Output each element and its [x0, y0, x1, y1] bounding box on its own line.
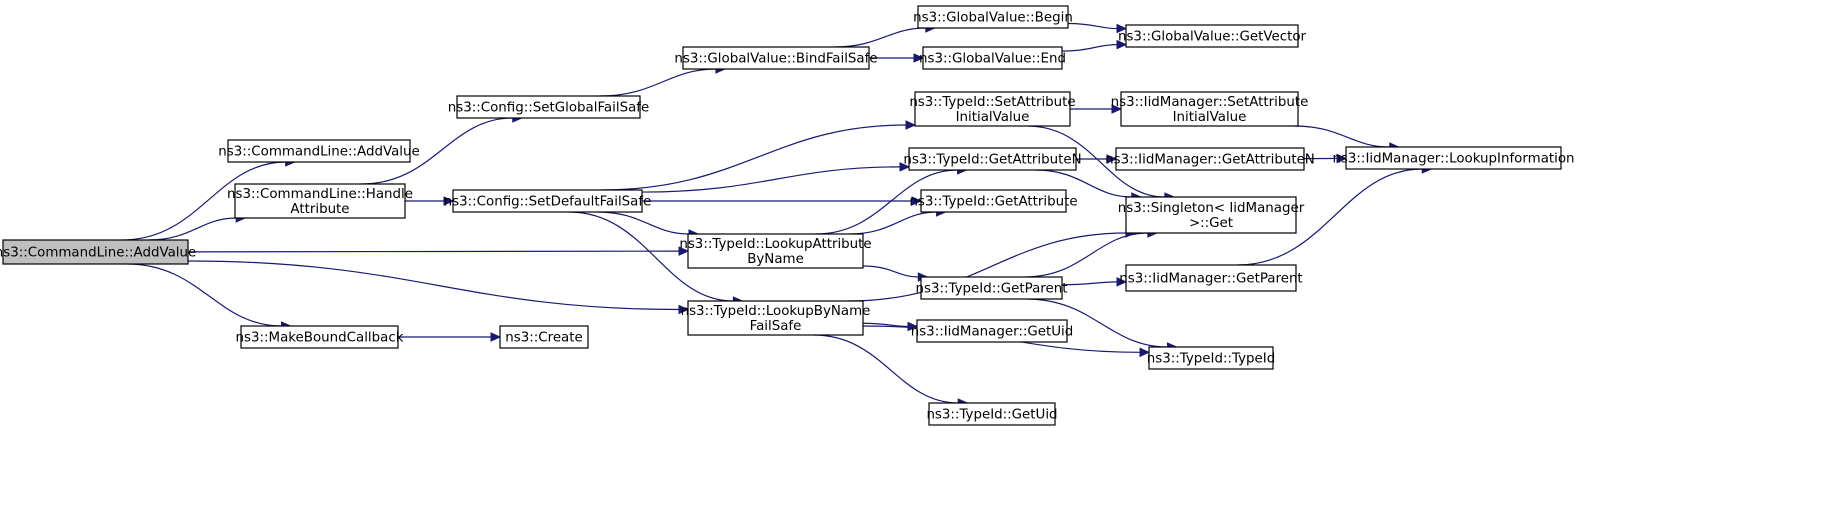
arrowhead: [678, 246, 690, 256]
node-label: FailSafe: [750, 319, 802, 334]
edge-gvend-to-gvgetvector: [1061, 39, 1128, 52]
arrowhead: [1106, 154, 1118, 164]
arrowhead: [1116, 277, 1128, 287]
node-label: ns3::IidManager::GetParent: [1119, 272, 1302, 287]
node-iidgetattrn[interactable]: ns3::IidManager::GetAttributeN: [1105, 147, 1315, 171]
node-label: ns3::GlobalValue::Begin: [913, 11, 1073, 26]
node-singleton[interactable]: ns3::Singleton< IidManager>::Get: [1118, 196, 1305, 234]
edge-iidgetattrn-to-lookupinfo: [1303, 153, 1348, 164]
edge-root-to-makebound: [127, 263, 292, 331]
node-label: ns3::TypeId::LookupAttribute: [679, 237, 871, 252]
edge-bindfailsafe-to-gvend: [868, 53, 925, 63]
node-label: ns3::TypeId::GetAttributeN: [903, 153, 1081, 168]
arrowhead: [490, 332, 502, 342]
node-label: Attribute: [290, 202, 349, 217]
node-gvbegin[interactable]: ns3::GlobalValue::Begin: [913, 5, 1073, 29]
edge-lookupname-to-tidgetuid: [813, 334, 969, 408]
node-bindfailsafe[interactable]: ns3::GlobalValue::BindFailSafe: [674, 46, 878, 70]
arrowhead: [1116, 23, 1128, 34]
node-label: ns3::GlobalValue::BindFailSafe: [674, 52, 877, 67]
arrowhead: [913, 53, 925, 63]
arrowhead: [911, 196, 923, 206]
arrowhead: [1139, 347, 1151, 358]
node-label: ns3::CommandLine::AddValue: [218, 145, 419, 160]
node-iidgetuid[interactable]: ns3::IidManager::GetUid: [911, 319, 1074, 343]
edge-setdefault-to-getattr: [642, 196, 923, 206]
node-label: ns3::TypeId::TypeId: [1147, 352, 1275, 367]
edge-setattrinit-to-iidsetattr: [1070, 104, 1123, 114]
node-tidgetuid[interactable]: ns3::TypeId::GetUid: [926, 402, 1058, 426]
node-typeid[interactable]: ns3::TypeId::TypeId: [1147, 346, 1275, 370]
node-getattr[interactable]: ns3::TypeId::GetAttribute: [909, 189, 1078, 213]
edge-lookupattr-to-getparent: [862, 265, 929, 282]
node-label: ns3::TypeId::GetAttribute: [909, 195, 1077, 210]
edge-setdefault-to-setattrinit: [600, 120, 917, 191]
edge-handleattr-to-setdefault: [405, 196, 455, 206]
node-label: InitialValue: [956, 110, 1030, 125]
node-setglobal[interactable]: ns3::Config::SetGlobalFailSafe: [448, 95, 649, 119]
node-gvgetvector[interactable]: ns3::GlobalValue::GetVector: [1118, 24, 1307, 48]
edge-lookupname-to-iidgetuid: [862, 321, 919, 332]
node-label: ns3::MakeBoundCallback: [236, 331, 404, 346]
arrowhead: [905, 120, 917, 130]
arrowhead: [1336, 153, 1348, 164]
arrowhead: [907, 321, 919, 332]
node-label: ns3::TypeId::LookupByName: [681, 304, 871, 319]
arrowhead: [443, 196, 455, 206]
node-label: ns3::TypeId::GetUid: [926, 408, 1057, 423]
node-label: ns3::Config::SetGlobalFailSafe: [448, 101, 649, 116]
arrowhead: [1116, 39, 1128, 50]
node-label: ns3::CommandLine::Handle: [227, 187, 413, 202]
node-label: ns3::GlobalValue::GetVector: [1118, 30, 1307, 45]
edge-makebound-to-create: [397, 332, 502, 342]
node-iidsetattr[interactable]: ns3::IidManager::SetAttributeInitialValu…: [1111, 91, 1309, 127]
node-getparent[interactable]: ns3::TypeId::GetParent: [916, 276, 1068, 300]
edge-root-to-handleattr: [148, 213, 247, 241]
node-label: ns3::IidManager::LookupInformation: [1332, 152, 1574, 167]
node-iidgetparent[interactable]: ns3::IidManager::GetParent: [1119, 264, 1303, 292]
node-lookupinfo[interactable]: ns3::IidManager::LookupInformation: [1332, 146, 1575, 170]
node-label: ns3::IidManager::SetAttribute: [1111, 95, 1309, 110]
node-getattrn[interactable]: ns3::TypeId::GetAttributeN: [903, 147, 1082, 171]
node-makebound[interactable]: ns3::MakeBoundCallback: [236, 325, 404, 349]
node-root[interactable]: ns3::CommandLine::AddValue: [0, 239, 196, 265]
edge-setglobal-to-bindfailsafe: [599, 64, 727, 97]
node-label: ns3::GlobalValue::End: [919, 52, 1066, 67]
edge-root-to-lookupattr: [187, 246, 690, 256]
edge-gvbegin-to-gvgetvector: [1067, 22, 1128, 34]
edge-root-to-lookupname: [187, 260, 690, 315]
node-label: ns3::CommandLine::AddValue: [0, 246, 196, 261]
node-label: ns3::IidManager::GetUid: [911, 325, 1074, 340]
node-addvalue2[interactable]: ns3::CommandLine::AddValue: [218, 139, 420, 163]
nodes: ns3::CommandLine::AddValuens3::CommandLi…: [0, 5, 1575, 426]
edge-getattrn-to-iidgetattrn: [1076, 154, 1118, 164]
node-label: ns3::IidManager::GetAttributeN: [1105, 153, 1315, 168]
node-create[interactable]: ns3::Create: [499, 325, 589, 349]
arrowhead: [1111, 104, 1123, 114]
node-label: ByName: [747, 252, 804, 267]
node-label: ns3::Singleton< IidManager: [1118, 201, 1305, 216]
node-label: ns3::Create: [505, 331, 583, 346]
arrowhead: [678, 304, 690, 315]
node-label: ns3::TypeId::SetAttribute: [909, 95, 1075, 110]
node-label: ns3::TypeId::GetParent: [916, 282, 1068, 297]
node-label: ns3::Config::SetDefaultFailSafe: [444, 195, 652, 210]
node-label: InitialValue: [1173, 110, 1247, 125]
node-setdefault[interactable]: ns3::Config::SetDefaultFailSafe: [444, 189, 652, 213]
node-gvend[interactable]: ns3::GlobalValue::End: [919, 46, 1066, 70]
node-label: >::Get: [1189, 216, 1233, 231]
edge-getparent-to-iidgetparent: [1061, 277, 1128, 287]
edge-setdefault-to-getattrn: [641, 162, 911, 193]
edge-setdefault-to-lookupattr: [597, 211, 700, 239]
arrowhead: [899, 162, 911, 172]
